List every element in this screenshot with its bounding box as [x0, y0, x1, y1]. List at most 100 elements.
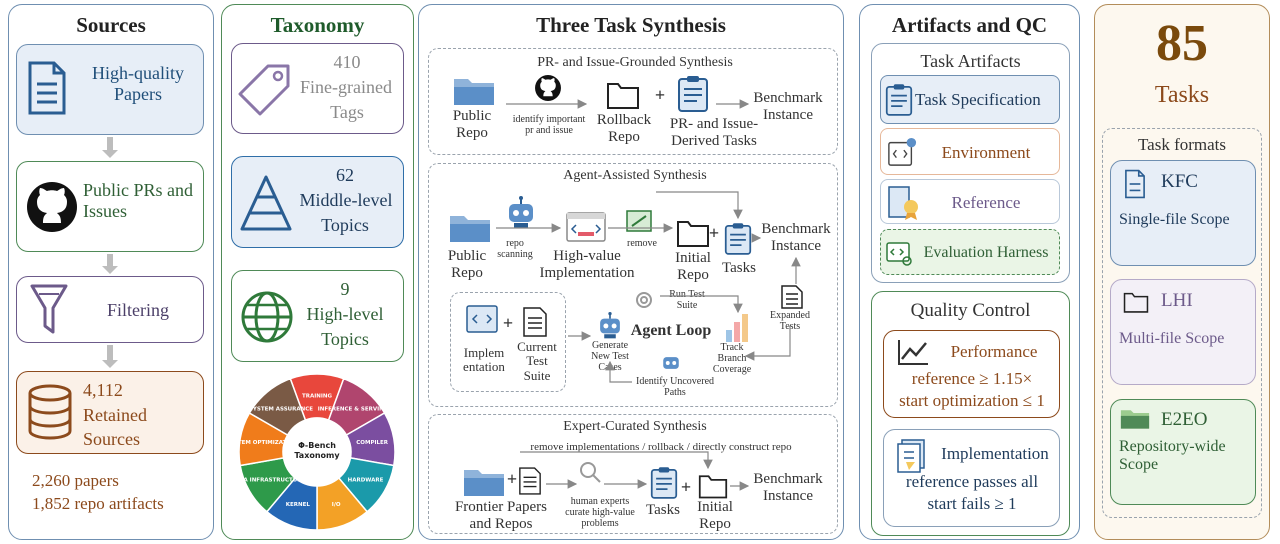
qc-implementation-line1: reference passes all: [905, 472, 1039, 491]
expanded-tests-icon: [781, 285, 803, 309]
agent-loop-label: Agent Loop: [630, 322, 712, 339]
agent-implementation: Implem entation: [463, 345, 505, 375]
robot-icon: [509, 196, 533, 228]
format-kfc-scope: Single-file Scope: [1119, 211, 1230, 228]
artifact-harness: Evaluation Harness: [880, 229, 1060, 275]
agent-plus-2: +: [502, 313, 514, 333]
retained-label: Retained: [83, 405, 147, 425]
robot-icon: [600, 312, 620, 339]
tasks-count: 85: [1156, 15, 1208, 72]
taxonomy-fine-line2: Tags: [330, 102, 364, 122]
agent-plus: +: [708, 223, 720, 243]
database-icon: [28, 384, 72, 440]
taxonomy-middle-count: 62: [336, 165, 354, 185]
clipboard-icon: [678, 76, 708, 112]
agent-public-repo: Public Repo: [447, 248, 487, 281]
tag-icon: [238, 64, 290, 116]
code-page-icon: [566, 212, 606, 242]
wheel-segment-label: COMPILER: [356, 440, 389, 446]
clipboard-icon: [724, 223, 752, 255]
format-lhi: LHI Multi-file Scope: [1110, 279, 1256, 385]
agent-track-coverage: Track Branch Coverage: [712, 342, 752, 375]
code-window-icon: [888, 137, 917, 166]
artifact-reference-label: Reference: [951, 193, 1021, 212]
agent-run-test-suite: Run Test Suite: [669, 289, 705, 311]
artifact-environment: Environment: [880, 128, 1060, 175]
folder-icon: [454, 79, 494, 105]
taxonomy-high-line2: Topics: [321, 329, 369, 349]
taxonomy-middle: 62 Middle-level Topics: [231, 156, 404, 248]
task-formats-title: Task formats: [1137, 135, 1227, 154]
expert-curate: human experts curate high-value problems: [565, 496, 635, 529]
folder-outline-icon: [607, 83, 639, 109]
pyramid-icon: [240, 175, 292, 231]
wheel-segment-label: I/O: [332, 502, 341, 508]
wheel-segment: [248, 377, 307, 437]
clipboard-icon: [885, 84, 913, 116]
agent-section: [428, 163, 838, 407]
artifacts-panel: Artifacts and QC: [859, 4, 1080, 540]
expert-initial-repo: Initial Repo: [697, 499, 733, 532]
clipboard-icon: [650, 467, 678, 499]
taxonomy-panel: Taxonomy: [221, 4, 414, 540]
robot-icon: [663, 357, 679, 369]
wheel-segment-label: HARDWARE: [348, 478, 384, 484]
qc-title: Quality Control: [910, 300, 1031, 321]
task-artifacts-title: Task Artifacts: [920, 51, 1021, 71]
magnifier-icon: [580, 462, 601, 483]
taxonomy-middle-line2: Topics: [321, 215, 369, 235]
wheel-segment-label: KERNEL: [286, 502, 311, 508]
taxonomy-high-count: 9: [340, 279, 350, 299]
wheel-center-label: Φ-Bench: [298, 441, 336, 450]
test-suite-icon: [523, 307, 547, 337]
agent-section-title: Agent-Assisted Synthesis: [563, 168, 707, 183]
pr-rollback-repo: Rollback Repo: [596, 112, 652, 145]
implementation-icon: [897, 439, 925, 473]
expert-benchmark: Benchmark Instance: [753, 471, 823, 504]
qc-performance-line2: start optimization ≤ 1: [899, 391, 1045, 410]
taxonomy-fine-line1: Fine-grained: [300, 77, 392, 97]
folder-outline-icon: [698, 475, 728, 499]
synthesis-panel: Three Task Synthesis: [418, 4, 844, 540]
folder-icon: [450, 216, 490, 242]
folder-icon: [1120, 410, 1150, 429]
agent-identify-paths: Identify Uncovered Paths: [635, 376, 715, 398]
qc-implementation-line2: start fails ≥ 1: [927, 494, 1017, 513]
taxonomy-middle-line1: Middle-level: [299, 190, 393, 210]
taxonomy-title: Taxonomy: [270, 13, 365, 37]
taxonomy-fine: 410 Fine-grained Tags: [231, 43, 404, 134]
taxonomy-high: 9 High-level Topics: [231, 270, 404, 362]
funnel-icon: [30, 284, 68, 334]
wheel-center-label: Taxonomy: [294, 451, 340, 460]
source-card-retained: 4,112 Retained Sources: [16, 371, 204, 454]
taxonomy-fine-count: 410: [333, 52, 361, 72]
wheel-segment-label: SYSTEM ASSURANCE: [249, 407, 313, 413]
artifact-reference: Reference: [880, 179, 1060, 224]
expert-tasks: Tasks: [646, 502, 680, 518]
sources-panel: Sources: [8, 4, 214, 540]
source-card-papers: High-quality Papers: [16, 44, 204, 135]
folder-outline-icon: [677, 221, 709, 247]
github-icon: [27, 182, 77, 232]
pr-benchmark: Benchmark Instance: [753, 90, 823, 123]
bar-chart-icon: [726, 314, 748, 342]
synthesis-title: Three Task Synthesis: [536, 13, 726, 37]
github-small-icon: [535, 75, 561, 101]
document-icon: [1125, 169, 1145, 199]
artifacts-title: Artifacts and QC: [891, 13, 1048, 37]
papers-count: 2,260 papers: [32, 471, 119, 490]
reference-icon: [888, 186, 918, 220]
artifact-harness-label: Evaluation Harness: [923, 244, 1049, 261]
agent-high-value: High-value Implementation: [539, 248, 635, 281]
format-e2eo-name: E2EO: [1161, 409, 1208, 430]
expert-section-title: Expert-Curated Synthesis: [563, 419, 707, 434]
qc-implementation: Implementation reference passes all star…: [883, 429, 1060, 527]
folder-outline-icon: [1123, 292, 1149, 313]
retained-count: 4,112: [83, 380, 123, 400]
wheel-segment-label: SYSTEM OPTIMIZATION: [230, 440, 298, 446]
format-e2eo-scope: Repository-wide Scope: [1119, 438, 1226, 474]
agent-current-test-suite: Current Test Suite: [517, 339, 557, 383]
